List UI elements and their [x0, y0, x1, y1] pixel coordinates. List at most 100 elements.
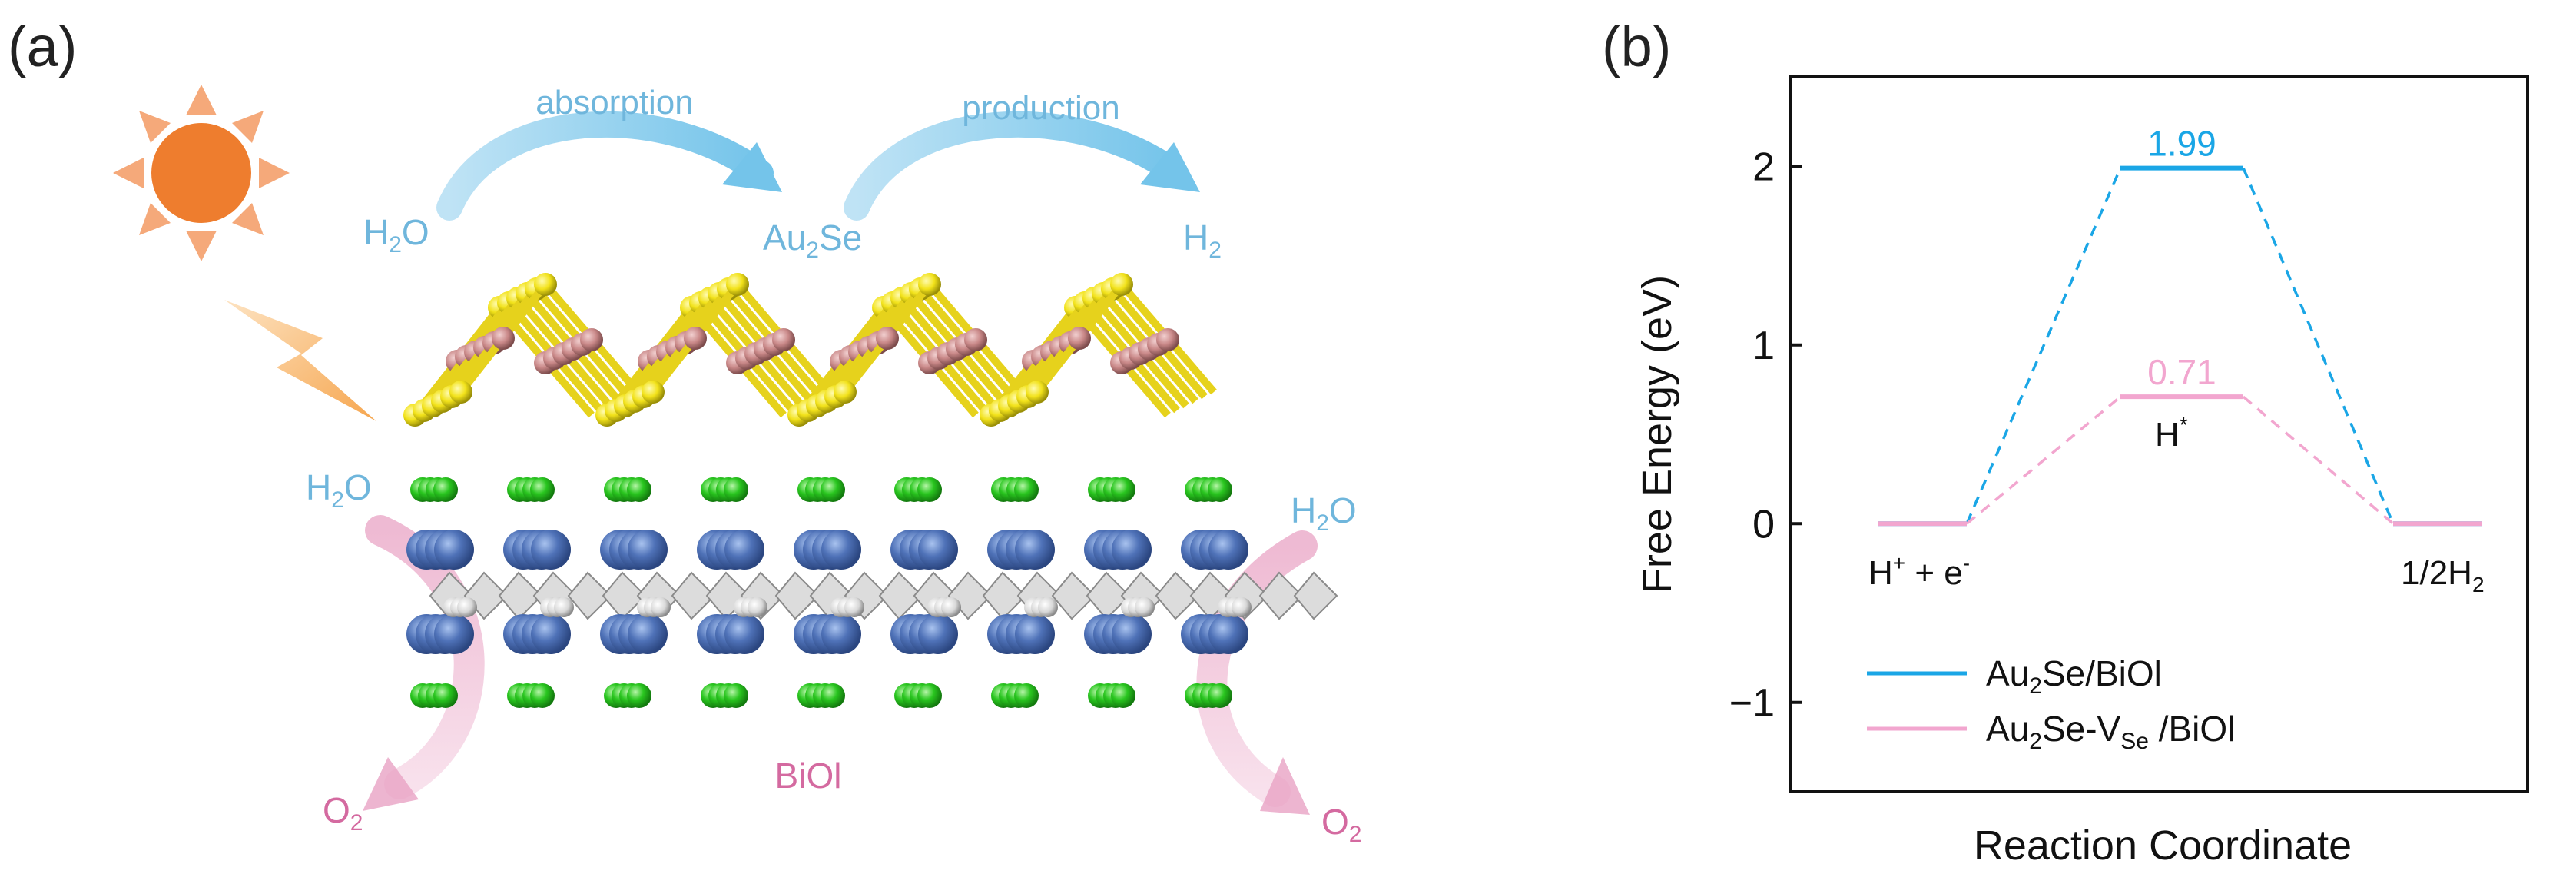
oxygen-atom [748, 597, 767, 617]
bismuth-atom [821, 530, 861, 570]
bismuth-atom [724, 530, 764, 570]
legend: Au2Se/BiOl Au2Se-VSe /BiOl [1867, 653, 2235, 754]
y-tick-label: 0 [1752, 502, 1775, 547]
h2o-left-label: H2O [306, 467, 372, 513]
bismuth-atom [1208, 530, 1248, 570]
oxygen-atom [1038, 597, 1058, 617]
iodine-atom [917, 683, 942, 708]
connector-au2se-vse [1965, 395, 2122, 525]
au2se-label: Au2Se [763, 218, 862, 263]
legend-label-au2se: Au2Se/BiOl [1986, 653, 2162, 699]
right-oxygen-arrow [1196, 530, 1318, 815]
oxygen-atom [941, 597, 961, 617]
h2-top-label: H2 [1183, 218, 1222, 263]
iodine-atom [724, 683, 748, 708]
bismuth-atom [918, 530, 958, 570]
selenium-atom [726, 273, 749, 296]
h2o-right-label: H2O [1291, 490, 1357, 536]
iodine-atom [627, 477, 651, 502]
bismuth-atom [821, 614, 861, 654]
iodine-atom [433, 477, 458, 502]
data-label-au2se-vse: 0.71 [2147, 352, 2216, 392]
y-tick-label: −1 [1729, 681, 1775, 726]
gold-atom [1156, 328, 1179, 351]
iodine-atom [530, 477, 555, 502]
bismuth-atom [1015, 530, 1055, 570]
gold-atom [964, 328, 987, 351]
bismuth-atom [1112, 530, 1152, 570]
absorption-label: absorption [535, 84, 693, 121]
selenium-atom [1110, 273, 1133, 296]
bismuth-atom [628, 614, 668, 654]
iodine-atom [821, 683, 845, 708]
connector-au2se [2242, 167, 2395, 524]
bismuth-atom [434, 614, 474, 654]
oxygen-atom [1232, 597, 1252, 617]
oxygen-atom [844, 597, 864, 617]
state-label-product: 1/2H2 [2401, 554, 2485, 597]
bismuth-atom [724, 614, 764, 654]
data-label-au2se: 1.99 [2147, 124, 2216, 164]
panel-a-illustration: absorption production H2O Au2Se H2 H2O H… [113, 84, 1361, 847]
selenium-atom [1026, 381, 1049, 404]
h2o-top-label: H2O [363, 212, 429, 258]
selenium-atom [534, 273, 557, 296]
gold-atom [580, 328, 603, 351]
oxygen-atom [457, 597, 477, 617]
absorption-arrow [436, 111, 782, 221]
left-oxygen-arrow [363, 515, 485, 811]
iodine-atom [627, 683, 651, 708]
oxygen-bond [1293, 571, 1338, 620]
y-axis-label: Free Energy (eV) [1634, 275, 1680, 593]
y-tick-label: 1 [1752, 324, 1775, 368]
iodine-atom [1014, 477, 1039, 502]
production-arrow [844, 111, 1200, 221]
chart-marks: 1.99 0.71 [1878, 124, 2482, 527]
state-label-intermediate: H* [2155, 413, 2188, 454]
oxygen-atom [1135, 597, 1155, 617]
panel-a-label: (a) [8, 15, 78, 78]
iodine-atom [917, 477, 942, 502]
connector-au2se [1965, 167, 2122, 524]
sun-icon [113, 85, 290, 261]
selenium-atom [918, 273, 941, 296]
oxygen-atom [651, 597, 671, 617]
bismuth-atom [918, 614, 958, 654]
free-energy-chart: 2 1 0 −1 1.99 0.71 Free Energy (eV) Reaction… [1634, 75, 2529, 869]
y-axis-ticks: 2 1 0 −1 [1729, 145, 1802, 726]
production-label: production [962, 89, 1119, 127]
iodine-atom [1208, 477, 1232, 502]
iodine-atom [1111, 683, 1135, 708]
bismuth-atom [1015, 614, 1055, 654]
connector-au2se-vse [2242, 395, 2395, 525]
iodine-atom [1208, 683, 1232, 708]
legend-label-au2se-vse: Au2Se-VSe /BiOl [1986, 709, 2235, 754]
selenium-atom [642, 381, 665, 404]
selenium-atom [449, 381, 472, 404]
iodine-atom [433, 683, 458, 708]
gold-atom [492, 327, 515, 350]
au2se-biol-crystal-structure [403, 273, 1338, 708]
x-axis-label: Reaction Coordinate [1974, 823, 2352, 869]
plot-frame [1789, 75, 2529, 793]
bismuth-atom [628, 530, 668, 570]
o2-right-label: O2 [1321, 802, 1361, 847]
selenium-atom [834, 381, 857, 404]
gold-atom [772, 328, 795, 351]
iodine-atom [724, 477, 748, 502]
oxygen-atom [554, 597, 574, 617]
bismuth-atom [1112, 614, 1152, 654]
bismuth-atom [531, 614, 571, 654]
state-label-reactant: H+ + e- [1868, 551, 1970, 592]
bismuth-atom [1208, 614, 1248, 654]
lightning-icon [224, 300, 376, 421]
iodine-atom [821, 477, 845, 502]
bismuth-atom [434, 530, 474, 570]
panel-b-label: (b) [1602, 15, 1672, 78]
iodine-atom [1014, 683, 1039, 708]
gold-atom [1068, 327, 1091, 350]
biol-label: BiOl [775, 756, 842, 796]
gold-atom [876, 327, 899, 350]
y-tick-label: 2 [1752, 145, 1775, 189]
